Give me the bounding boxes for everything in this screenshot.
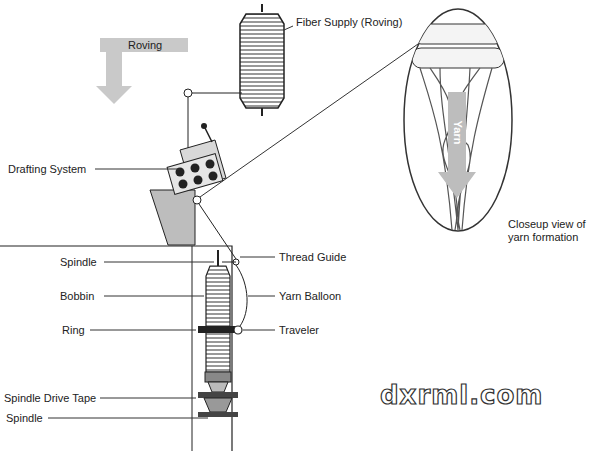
flow-label: Roving [128, 39, 162, 52]
part-label: Thread Guide [279, 251, 346, 264]
part-label: Fiber Supply (Roving) [296, 16, 402, 29]
part-label: Drafting System [8, 163, 86, 176]
part-label: Spindle [60, 256, 97, 269]
part-label: Spindle [6, 412, 43, 425]
part-label: Traveler [279, 324, 319, 337]
caption-label: Closeup view of yarn formation [508, 218, 596, 244]
part-label: Spindle Drive Tape [4, 392, 96, 405]
flow-label: Yarn [451, 120, 464, 144]
watermark: dxrml.com [380, 380, 543, 410]
part-label: Yarn Balloon [279, 290, 341, 303]
part-label: Bobbin [60, 290, 94, 303]
part-label: Ring [62, 324, 85, 337]
